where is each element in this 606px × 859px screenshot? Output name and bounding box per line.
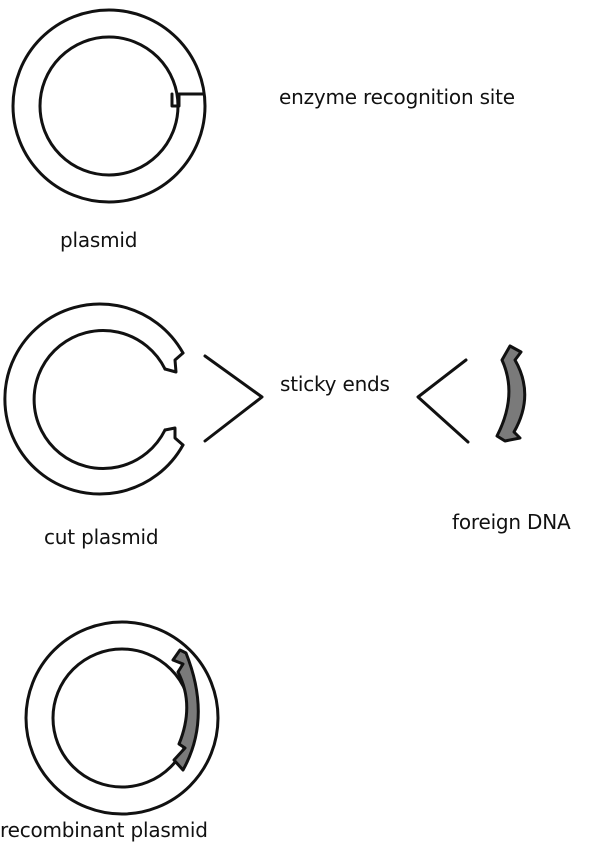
foreign-dna-label: foreign DNA xyxy=(452,510,571,534)
recombinant-plasmid-label: recombinant plasmid xyxy=(0,818,208,842)
plasmid-label: plasmid xyxy=(60,228,137,252)
plasmid-figure xyxy=(13,10,205,202)
recombinant-inner-ring xyxy=(53,649,191,787)
sticky-ends-pointer-right xyxy=(418,360,468,442)
cut-plasmid-figure xyxy=(5,304,183,494)
foreign-dna-fragment xyxy=(497,346,525,441)
cut-plasmid-label: cut plasmid xyxy=(44,525,158,549)
top-sticky-end xyxy=(165,353,183,372)
recognition-site-label: enzyme recognition site xyxy=(279,85,515,109)
recombinant-plasmid-figure xyxy=(26,622,218,814)
bottom-sticky-end xyxy=(165,428,183,445)
plasmid-inner-ring xyxy=(40,37,178,175)
cut-plasmid-inner-arc xyxy=(34,331,165,469)
sticky-ends-label: sticky ends xyxy=(280,372,390,396)
sticky-ends-pointer-left xyxy=(205,356,262,441)
